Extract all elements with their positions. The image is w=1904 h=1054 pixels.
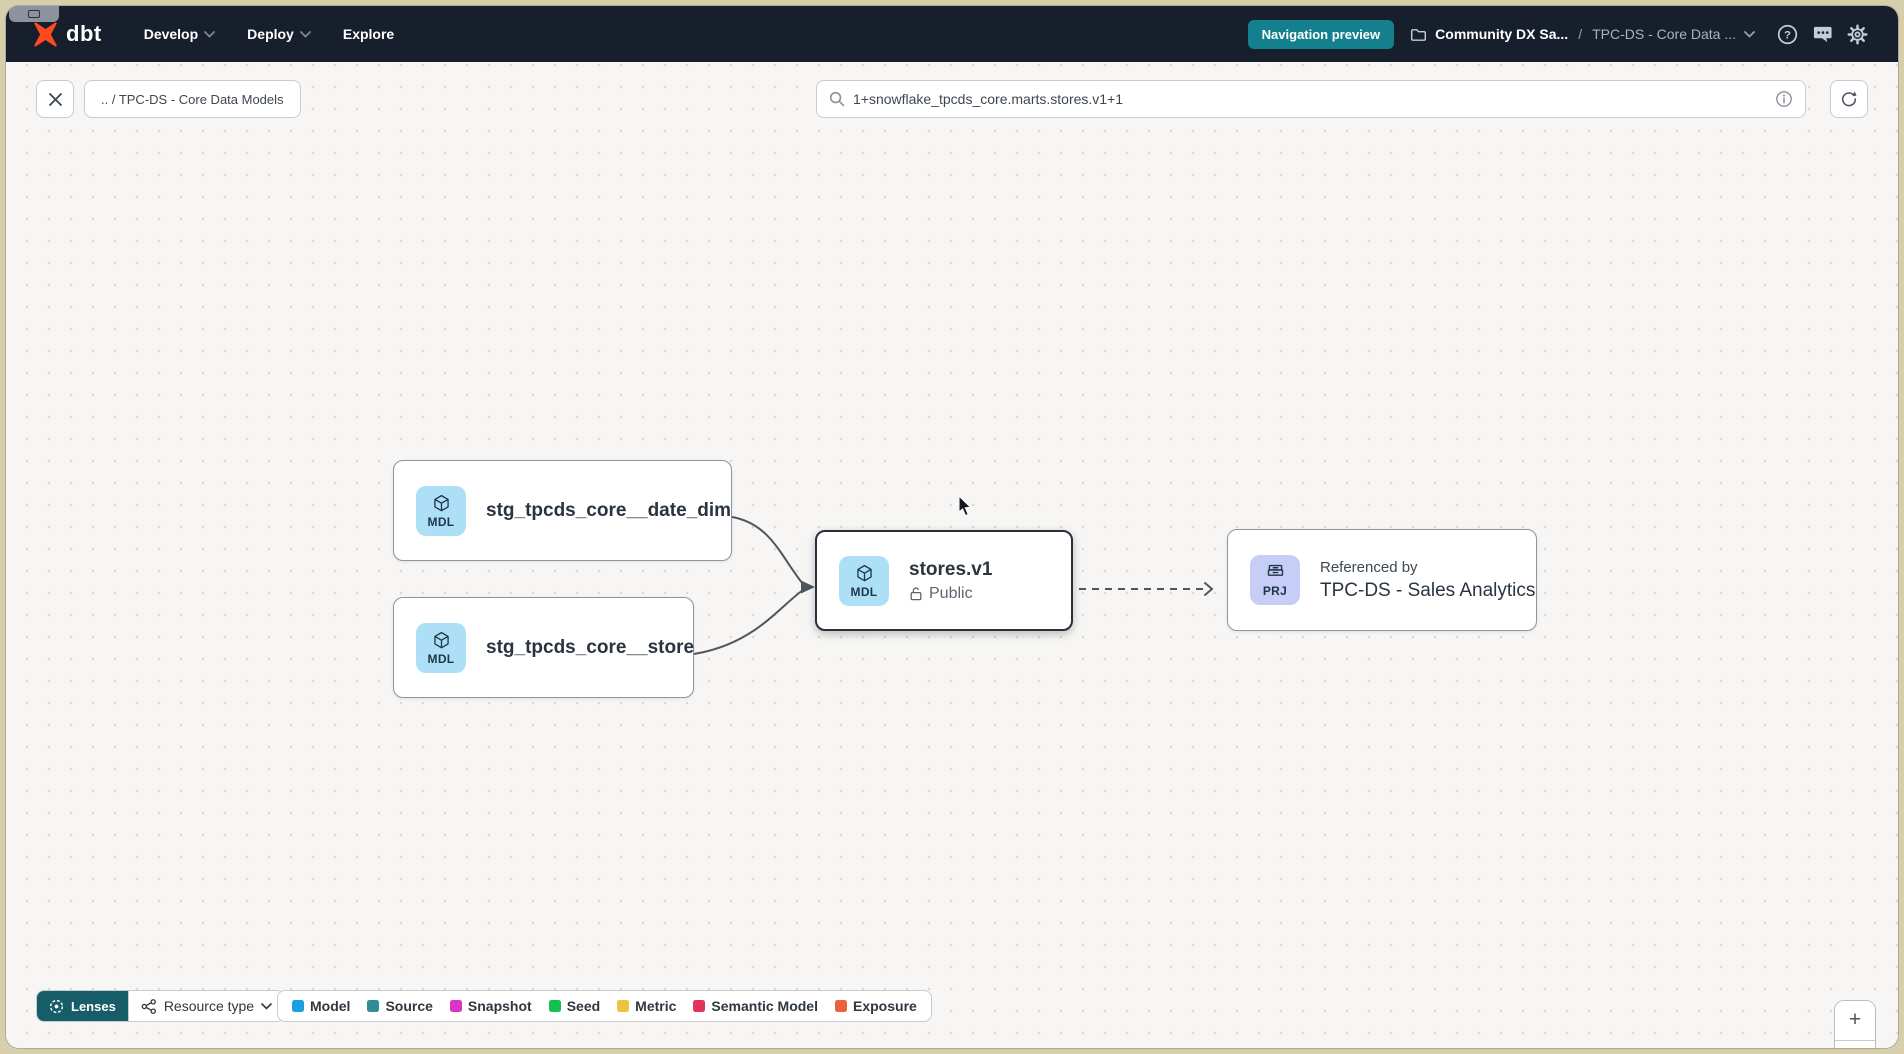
help-icon[interactable]: ? — [1777, 24, 1798, 45]
badge-label: MDL — [850, 584, 878, 599]
refresh-button[interactable] — [1830, 80, 1868, 118]
lenses-button[interactable]: Lenses — [37, 991, 128, 1021]
legend-item: Exposure — [835, 998, 917, 1014]
lineage-canvas[interactable]: .. / TPC-DS - Core Data Models MDL stg_t… — [6, 62, 1898, 1048]
dbt-logo-text: dbt — [66, 21, 102, 46]
resource-type-label: Resource type — [163, 998, 255, 1014]
legend-item: Seed — [548, 998, 601, 1014]
close-button[interactable] — [36, 80, 74, 118]
menu-develop[interactable]: Develop — [132, 18, 227, 50]
refresh-icon — [1841, 91, 1857, 107]
graph-icon — [141, 998, 156, 1014]
dbt-logo[interactable]: dbt — [32, 21, 102, 48]
resource-type-dropdown[interactable]: Resource type — [127, 991, 284, 1021]
app-window: dbt Develop Deploy Explore Navigation pr… — [6, 6, 1898, 1048]
access-label: Public — [929, 584, 973, 602]
breadcrumb[interactable]: Community DX Sa... / TPC-DS - Core Data … — [1410, 26, 1755, 42]
legend-label: Seed — [566, 998, 601, 1014]
breadcrumb-separator: / — [1578, 26, 1583, 42]
legend-swatch — [367, 1000, 380, 1012]
node-label: stg_tpcds_core__store — [486, 636, 695, 658]
navbar-right: Navigation preview Community DX Sa... / … — [1247, 19, 1868, 49]
legend-label: Source — [385, 998, 433, 1014]
zoom-out-button[interactable]: − — [1835, 1039, 1875, 1048]
node-label: stg_tpcds_core__date_dim — [486, 499, 731, 521]
archive-drawers-icon — [1267, 564, 1283, 576]
menu-explore-label: Explore — [342, 26, 395, 42]
node-label: stores.v1 — [909, 558, 993, 580]
screen-icon — [28, 10, 40, 18]
graph-breadcrumb-chip[interactable]: .. / TPC-DS - Core Data Models — [84, 80, 301, 118]
navbar-icons: ? — [1777, 23, 1868, 45]
search-input[interactable] — [853, 91, 1775, 107]
lens-icon — [49, 999, 64, 1013]
folder-icon — [1411, 28, 1427, 41]
legend-label: Snapshot — [467, 998, 532, 1014]
node-label: TPC-DS - Sales Analytics — [1320, 579, 1536, 601]
breadcrumb-section: TPC-DS - Core Data ... — [1592, 26, 1736, 42]
referenced-by-label: Referenced by — [1320, 558, 1418, 576]
legend-swatch — [617, 1000, 630, 1012]
legend-item: Snapshot — [449, 998, 532, 1014]
search-icon — [829, 91, 845, 107]
chevron-down-icon — [204, 30, 216, 38]
legend-swatch — [292, 1000, 304, 1012]
zoom-in-button[interactable]: + — [1835, 1001, 1875, 1040]
view-controls: Lenses Resource type — [36, 990, 286, 1022]
legend: Model Source Snapshot Seed Metric Semantic Mo… — [277, 990, 932, 1022]
legend-swatch — [693, 1000, 706, 1012]
node-stores-v1[interactable]: MDL stores.v1 Public — [815, 530, 1073, 631]
node-access-level: Public — [909, 585, 992, 603]
navigation-preview-badge[interactable]: Navigation preview — [1247, 19, 1395, 49]
node-stg-tpcds-core-store[interactable]: MDL stg_tpcds_core__store — [393, 597, 694, 698]
badge-label: MDL — [427, 514, 455, 529]
info-icon[interactable] — [1775, 90, 1793, 108]
legend-item: Metric — [617, 998, 676, 1014]
menu-develop-label: Develop — [143, 26, 199, 42]
legend-item: Source — [367, 998, 433, 1014]
cube-icon — [433, 494, 449, 511]
cube-icon — [433, 631, 449, 648]
lineage-search — [816, 80, 1806, 118]
lock-icon — [910, 587, 922, 601]
legend-swatch — [548, 1000, 561, 1012]
legend-item: Semantic Model — [693, 998, 818, 1014]
screen-share-indicator — [9, 6, 59, 22]
legend-label: Metric — [635, 998, 677, 1014]
mouse-cursor — [958, 494, 976, 524]
breadcrumb-project: Community DX Sa... — [1435, 26, 1569, 42]
zoom-controls: + − — [1834, 1000, 1876, 1048]
node-referenced-project[interactable]: PRJ Referenced by TPC-DS - Sales Analyti… — [1227, 529, 1537, 631]
chevron-down-icon — [261, 1002, 272, 1010]
project-badge: PRJ — [1250, 555, 1300, 605]
main-menu: Develop Deploy Explore — [132, 18, 407, 50]
dbt-logo-icon — [32, 21, 59, 48]
legend-label: Exposure — [853, 998, 917, 1014]
close-icon — [48, 92, 62, 106]
lenses-label: Lenses — [71, 998, 116, 1014]
model-badge: MDL — [839, 555, 889, 606]
badge-label: PRJ — [1262, 583, 1288, 598]
menu-explore[interactable]: Explore — [331, 18, 406, 50]
legend-swatch — [835, 1000, 847, 1012]
feedback-icon[interactable] — [1812, 24, 1833, 44]
legend-swatch — [449, 1000, 462, 1012]
chevron-down-icon — [1744, 30, 1755, 38]
model-badge: MDL — [416, 622, 466, 673]
legend-label: Semantic Model — [711, 998, 818, 1014]
badge-label: MDL — [427, 651, 455, 666]
cube-icon — [856, 564, 872, 581]
legend-item: Model — [292, 998, 350, 1014]
menu-deploy-label: Deploy — [247, 26, 294, 42]
chevron-down-icon — [299, 30, 311, 38]
node-stg-tpcds-core-date-dim[interactable]: MDL stg_tpcds_core__date_dim — [393, 460, 732, 561]
svg-text:?: ? — [1784, 29, 1791, 41]
model-badge: MDL — [416, 485, 466, 536]
legend-label: Model — [310, 998, 351, 1014]
settings-gear-icon[interactable] — [1847, 23, 1868, 45]
top-navbar: dbt Develop Deploy Explore Navigation pr… — [6, 6, 1898, 62]
menu-deploy[interactable]: Deploy — [235, 18, 323, 50]
